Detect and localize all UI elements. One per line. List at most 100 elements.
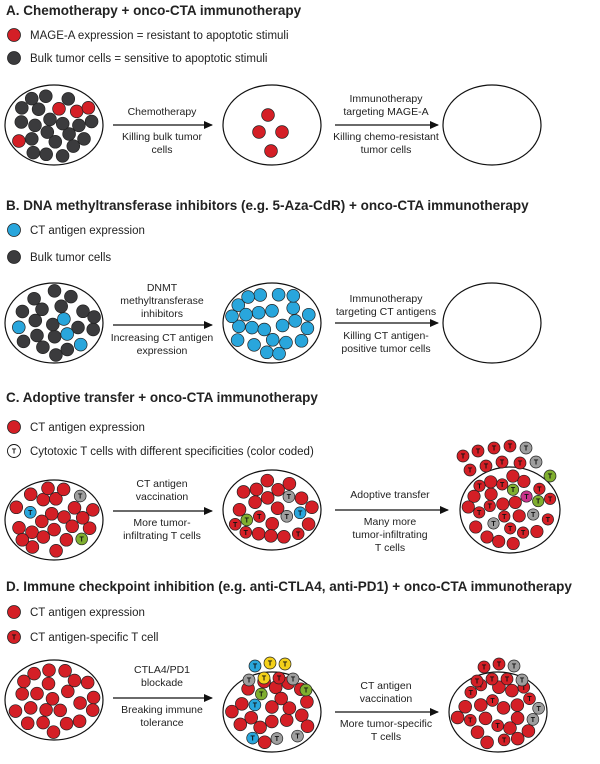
tumor-cell [275, 125, 289, 139]
tumor-cell [56, 482, 71, 497]
t-cell-body [248, 659, 262, 673]
t-cell: T [491, 719, 504, 732]
tumor-cell [231, 298, 246, 312]
arrow-label: targeting MAGE-A [343, 106, 428, 118]
t-cell-letter: T [245, 517, 250, 524]
t-cell-body [239, 526, 253, 539]
t-cell-letter: T [257, 514, 262, 521]
t-cell-letter: T [546, 517, 551, 524]
tumor-cell [12, 320, 26, 335]
legend-tcell-icon [7, 630, 21, 644]
tumor-cell [49, 348, 63, 362]
tumor-cell [46, 317, 60, 332]
tumor-cell [15, 533, 30, 547]
t-cell: T [471, 444, 485, 458]
tumor-cell [244, 710, 258, 725]
t-cell-letter: T [259, 692, 264, 699]
t-cell-letter: T [524, 446, 529, 453]
arrow-label: Adoptive transfer [350, 489, 430, 501]
legend-text: CT antigen expression [30, 422, 145, 434]
t-cell-body [464, 686, 478, 699]
arrow-label: blockade [141, 677, 183, 689]
tumor-cell [57, 312, 71, 326]
tumor-cell [300, 321, 315, 336]
legend-text: CT antigen-specific T cell [30, 632, 158, 644]
tumor-cell [30, 328, 44, 343]
t-cell: T [242, 673, 256, 687]
t-cell-body [73, 489, 87, 503]
t-cell-letter: T [28, 510, 33, 517]
t-cell-body [75, 532, 88, 546]
t-cell: T [497, 733, 511, 747]
t-cell: T [246, 731, 259, 745]
t-cell-letter: T [469, 690, 474, 697]
panel-c-title: C. Adoptive transfer + onco-CTA immunoth… [6, 390, 318, 405]
t-cell-body [532, 495, 545, 508]
arrow-a2: Immunotherapy targeting MAGE-A Killing c… [333, 93, 439, 156]
tumor-cell [47, 329, 62, 344]
t-cell-body [473, 506, 486, 519]
tumor-cell [44, 507, 59, 521]
t-cell-body [515, 673, 529, 687]
tumor-cell [288, 314, 302, 328]
tumor-cell [16, 334, 31, 349]
tumor-cell [82, 521, 97, 535]
t-cell: T [299, 683, 313, 697]
t-cell-body [520, 490, 533, 503]
tumor-cell [253, 288, 267, 302]
arrow-label: infiltrating T cells [123, 530, 201, 542]
t-cell: T [240, 513, 254, 527]
tumor-cell [61, 684, 75, 699]
arrow-label: methyltransferase [120, 295, 204, 307]
tumor-cell [260, 345, 274, 360]
tumor-cell [53, 703, 67, 718]
tumor-cell [66, 139, 81, 153]
panel-a-title: A. Chemotherapy + onco-CTA immunotherapy [6, 3, 302, 18]
t-cell-body [492, 657, 506, 671]
tumor-cell [14, 115, 29, 129]
tumor-cell [69, 104, 84, 119]
tumor-cell [225, 309, 239, 324]
t-cell-body [526, 713, 540, 726]
tumor-cell [86, 322, 100, 337]
t-cell-letter: T [508, 526, 513, 533]
tumor-cell [277, 530, 291, 544]
arrow-label: Chemotherapy [128, 106, 198, 118]
tumor-cell [43, 112, 57, 127]
t-cell: T [255, 687, 268, 701]
t-cell: T [278, 657, 292, 671]
t-cell-letter: T [287, 494, 292, 501]
t-cell-body [487, 441, 501, 455]
t-cell: T [456, 449, 470, 463]
t-cell-letter: T [502, 737, 507, 744]
tumor-cell [271, 482, 285, 497]
tumor-cell [241, 290, 255, 304]
t-cell: T [529, 455, 543, 469]
legend-bulk-dot [7, 51, 21, 65]
tumor-cell [31, 102, 46, 116]
tumor-b3 [442, 282, 542, 364]
tumor-cell [521, 724, 536, 738]
t-cell-body [477, 660, 491, 674]
t-cell: T [228, 518, 242, 531]
tumor-cell [260, 491, 275, 505]
t-cell-body [299, 683, 313, 697]
tumor-cell [15, 304, 30, 319]
t-cell-letter: T [521, 530, 526, 537]
tumor-cell [264, 144, 278, 158]
tumor-cell [40, 125, 55, 139]
t-cell-body [506, 483, 520, 496]
t-cell: T [500, 672, 514, 686]
tumor-cell [62, 127, 76, 141]
legend-text: Bulk tumor cells = sensitive to apoptoti… [30, 53, 267, 65]
t-cell-body [513, 456, 527, 470]
legend-tcell-letter: T [12, 449, 17, 456]
t-cell-letter: T [518, 461, 523, 468]
t-cell-body [544, 492, 557, 505]
t-cell: T [532, 702, 545, 715]
arrow-label: targeting CT antigens [336, 306, 436, 318]
t-cell-body [541, 513, 554, 526]
t-cell-letter: T [520, 678, 525, 685]
t-cell: T [519, 441, 533, 455]
tumor-cell [503, 721, 517, 735]
